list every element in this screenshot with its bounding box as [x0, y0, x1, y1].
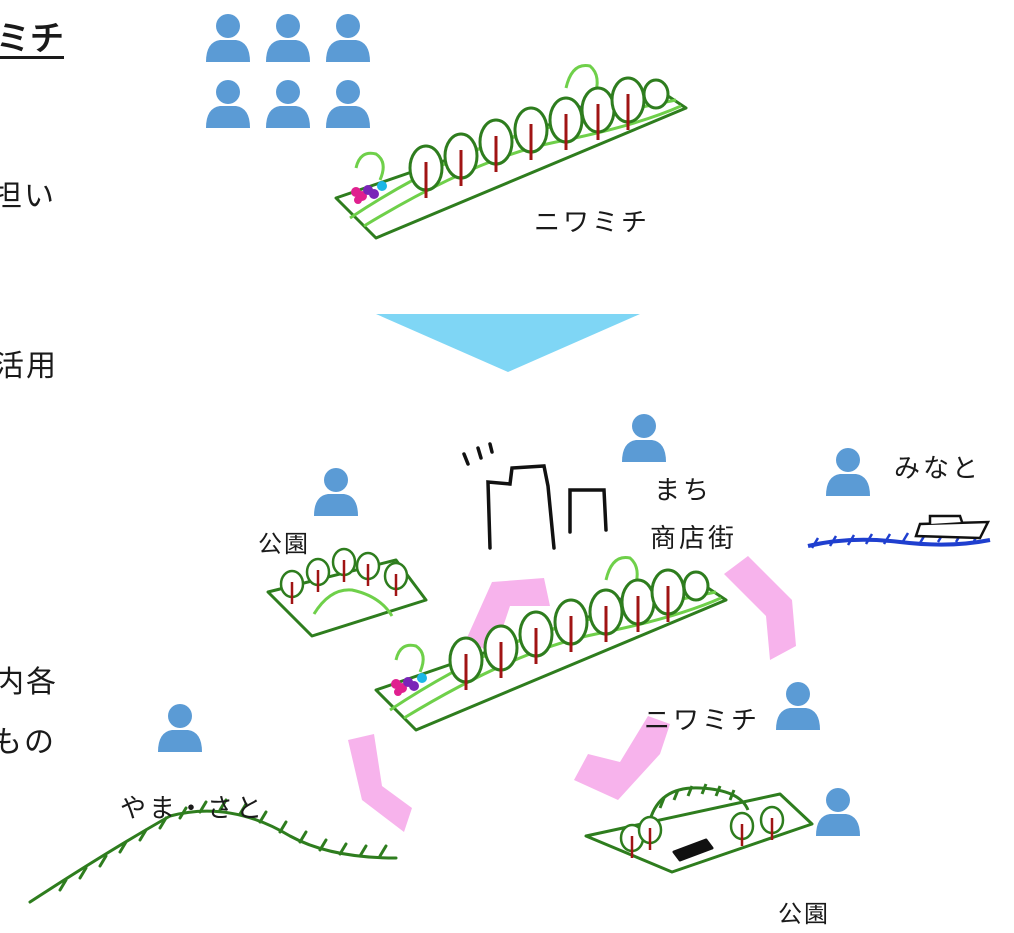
person-icon — [206, 14, 250, 62]
town-label: まち — [654, 476, 713, 506]
down-arrow — [376, 314, 640, 372]
body-line-3: 内各 — [0, 665, 58, 700]
port-sketch — [807, 514, 991, 549]
person-icon — [314, 468, 358, 516]
body-line-2: 活用 — [0, 349, 58, 384]
scene-people-icons — [158, 414, 870, 836]
top-niwamichi-label: ニワミチ — [534, 208, 651, 238]
center-niwamichi-sketch — [376, 557, 726, 730]
person-icon — [826, 448, 870, 496]
buildings-sketch — [462, 442, 608, 550]
person-icon — [206, 80, 250, 128]
chevron-upper-right — [724, 556, 796, 660]
person-icon — [266, 80, 310, 128]
park-upper-sketch — [266, 547, 428, 638]
heading-fragment: ミチ — [0, 19, 64, 59]
port-label: みなと — [894, 454, 982, 484]
center-niwamichi-label: ニワミチ — [644, 706, 761, 736]
person-icon — [816, 788, 860, 836]
shopping-street-label: 商店街 — [650, 524, 738, 554]
person-icon — [326, 14, 370, 62]
body-line-4: もの — [0, 725, 56, 760]
person-icon — [266, 14, 310, 62]
park-lower-sketch — [584, 783, 814, 874]
chevron-lower-right — [574, 716, 670, 800]
chevron-lower-left — [348, 734, 412, 832]
park-upper-label: 公園 — [258, 530, 310, 558]
park-lower-label: 公園 — [778, 900, 830, 928]
mountain-village-label: やま・さと — [120, 794, 266, 824]
body-line-1: 担い — [0, 179, 56, 214]
person-icon — [326, 80, 370, 128]
person-icon — [158, 704, 202, 752]
mountain-sketch — [28, 798, 398, 904]
person-icon — [776, 682, 820, 730]
person-icon — [622, 414, 666, 462]
crowd-people-icons — [206, 14, 370, 128]
